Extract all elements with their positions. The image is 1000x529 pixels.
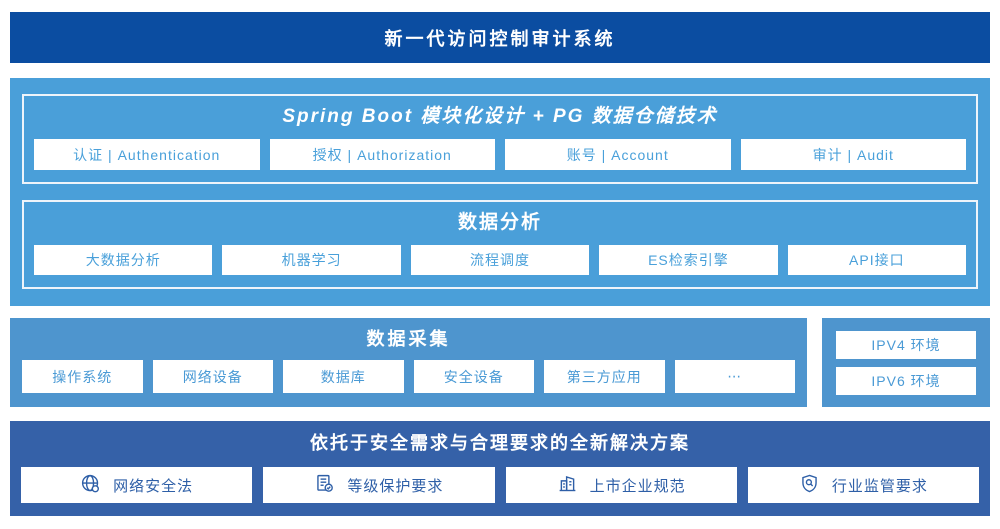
solution-label: 上市企业规范: [589, 477, 686, 495]
analysis-box-api: API接口: [787, 245, 967, 275]
env-box-ipv4: IPV4 环境: [836, 330, 976, 359]
solution-label: 网络安全法: [113, 477, 194, 495]
analysis-panel: 数据分析 大数据分析 机器学习 流程调度 ES检索引擎 API接口: [22, 200, 978, 289]
modules-panel: Spring Boot 模块化设计 + PG 数据仓储技术 认证 | Authe…: [22, 94, 978, 184]
collection-row: 操作系统 网络设备 数据库 安全设备 第三方应用 ⋯: [22, 360, 795, 393]
modules-row: 认证 | Authentication 授权 | Authorization 账…: [34, 139, 966, 170]
collection-title: 数据采集: [366, 329, 451, 349]
collection-box-network-device: 网络设备: [152, 360, 273, 393]
solution-box-listed-company: 上市企业规范: [505, 467, 737, 503]
collection-wrap: 数据采集 操作系统 网络设备 数据库 安全设备 第三方应用 ⋯ IPV4 环境 …: [10, 318, 990, 407]
collection-box-security-device: 安全设备: [413, 360, 534, 393]
analysis-panel-title: 数据分析: [457, 212, 542, 233]
solution-section: 依托于安全需求与合理要求的全新解决方案 网络安全法: [10, 421, 990, 516]
collection-box-more: ⋯: [674, 360, 795, 393]
modules-panel-title: Spring Boot 模块化设计 + PG 数据仓储技术: [282, 106, 718, 127]
shield-search-icon: [799, 473, 820, 498]
analysis-row: 大数据分析 机器学习 流程调度 ES检索引擎 API接口: [34, 245, 967, 275]
solution-label: 等级保护要求: [347, 477, 444, 495]
solution-box-industry-regulation: 行业监管要求: [747, 467, 979, 503]
environment-section: IPV4 环境 IPV6 环境: [822, 318, 990, 407]
module-box-account: 账号 | Account: [505, 139, 731, 170]
globe-icon: [80, 473, 101, 498]
solution-row: 网络安全法 等级保护要求: [21, 467, 979, 503]
solution-label: 行业监管要求: [831, 477, 928, 495]
solution-title: 依托于安全需求与合理要求的全新解决方案: [310, 433, 690, 453]
building-icon: [557, 473, 578, 498]
analysis-box-es: ES检索引擎: [599, 245, 778, 275]
platform-section: Spring Boot 模块化设计 + PG 数据仓储技术 认证 | Authe…: [10, 78, 990, 306]
collection-box-database: 数据库: [283, 360, 404, 393]
analysis-box-bigdata: 大数据分析: [34, 245, 213, 275]
system-title: 新一代访问控制审计系统: [384, 28, 616, 49]
solution-box-cybersecurity-law: 网络安全法: [21, 467, 253, 503]
document-check-icon: [314, 473, 335, 498]
analysis-box-scheduling: 流程调度: [410, 245, 590, 275]
collection-box-thirdparty: 第三方应用: [544, 360, 665, 393]
system-title-banner: 新一代访问控制审计系统: [10, 12, 990, 63]
solution-box-protection-level: 等级保护要求: [263, 467, 495, 503]
env-box-ipv6: IPV6 环境: [836, 366, 976, 395]
analysis-box-ml: 机器学习: [222, 245, 401, 275]
collection-section: 数据采集 操作系统 网络设备 数据库 安全设备 第三方应用 ⋯: [10, 318, 807, 407]
module-box-audit: 审计 | Audit: [740, 139, 966, 170]
module-box-authorization: 授权 | Authorization: [269, 139, 495, 170]
collection-box-os: 操作系统: [22, 360, 143, 393]
module-box-authentication: 认证 | Authentication: [34, 139, 260, 170]
